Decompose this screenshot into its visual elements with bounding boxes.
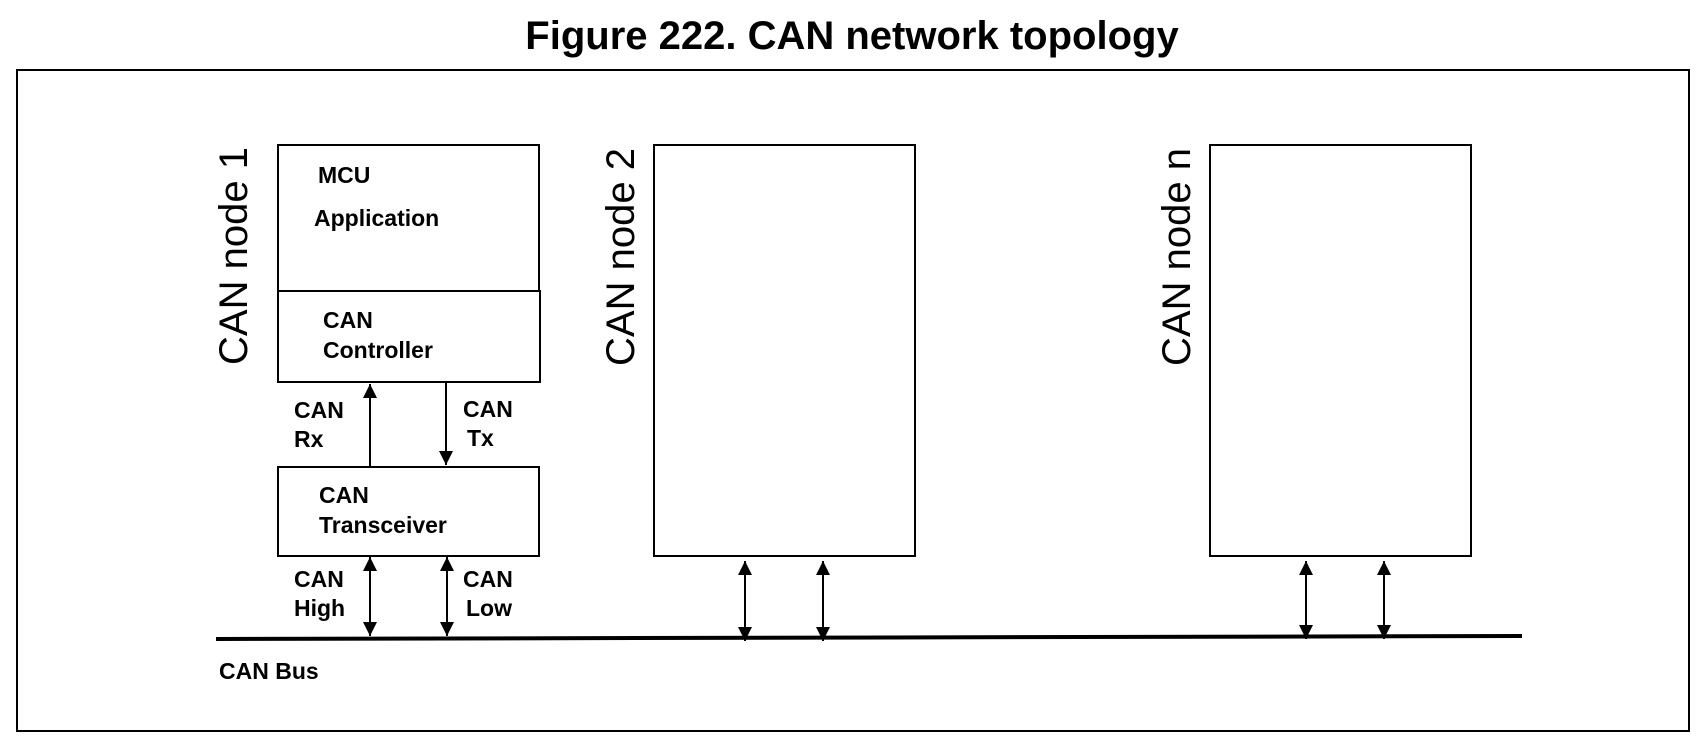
noden-block — [1209, 144, 1472, 557]
tx-label-line2: Tx — [467, 425, 494, 451]
transceiver-label-line2: Transceiver — [319, 512, 447, 538]
can-bus-line — [215, 634, 1523, 641]
tx-label-line1: CAN — [463, 396, 513, 422]
high-label-line1: CAN — [294, 566, 344, 592]
node2-label: CAN node 2 — [599, 148, 643, 366]
node1-label: CAN node 1 — [212, 147, 256, 365]
mcu-label: MCU — [318, 162, 370, 188]
mcu-application-block — [277, 144, 540, 292]
low-label-line2: Low — [466, 595, 512, 621]
figure-frame — [16, 69, 1690, 732]
application-label: Application — [314, 205, 439, 231]
high-label-line2: High — [294, 595, 345, 621]
transceiver-label-line1: CAN — [319, 482, 369, 508]
controller-label-line1: CAN — [323, 307, 373, 333]
rx-label-line2: Rx — [294, 426, 324, 452]
can-controller-block — [277, 290, 541, 383]
node2-block — [653, 144, 916, 557]
noden-label: CAN node n — [1155, 148, 1199, 366]
can-bus-label: CAN Bus — [219, 658, 319, 684]
can-transceiver-block — [277, 466, 540, 557]
figure-title: Figure 222. CAN network topology — [525, 14, 1179, 58]
controller-label-line2: Controller — [323, 337, 433, 363]
low-label-line1: CAN — [463, 566, 513, 592]
rx-label-line1: CAN — [294, 397, 344, 423]
